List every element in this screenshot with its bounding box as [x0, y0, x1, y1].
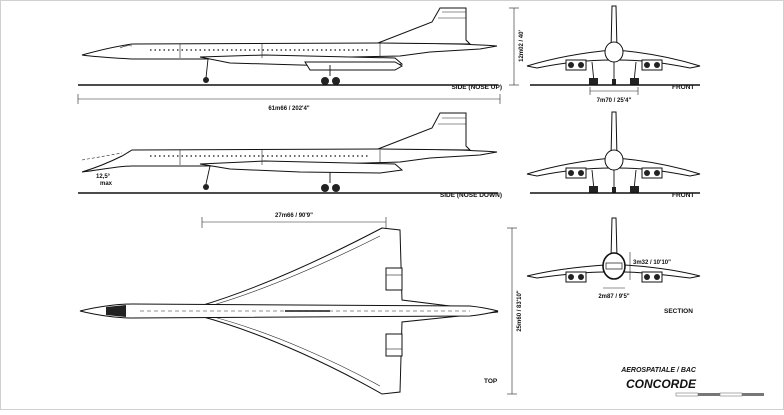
wingspan-dimension: 25m60 / 83'10": [507, 227, 523, 395]
section-view: 3m32 / 10'10" 2m87 / 9'5" SECTION: [526, 217, 701, 315]
top-label: TOP: [484, 378, 498, 385]
nose-angle-label: 12,5°: [96, 174, 111, 180]
front-view-2: FRONT: [526, 111, 701, 199]
side-view-nose-up: SIDE (NOSE UP): [78, 7, 502, 91]
engine-nacelle: [304, 61, 404, 71]
maker-label: AEROSPATIALE / BAC: [620, 367, 697, 374]
front-view-1: FRONT: [526, 5, 701, 91]
section-label: SECTION: [664, 308, 693, 315]
engines: [565, 59, 663, 71]
tail-fin: [377, 112, 472, 151]
side-down-label: SIDE (NOSE DOWN): [440, 192, 502, 199]
aircraft-name: CONCORDE: [626, 377, 697, 391]
track-label: 7m70 / 25'4": [597, 98, 632, 104]
fuselage-width-label: 2m87 / 9'5": [598, 294, 629, 300]
title-block: AEROSPATIALE / BAC CONCORDE: [620, 367, 764, 397]
length-dimension: 61m66 / 202'4": [77, 94, 501, 112]
fuselage: [81, 42, 498, 60]
nose-angle-note: max: [100, 181, 113, 187]
tail-fin: [610, 217, 618, 259]
length-label: 61m66 / 202'4": [268, 106, 309, 112]
engine-nacelles: [385, 267, 403, 357]
fuselage-height-label: 3m32 / 10'10": [633, 260, 671, 266]
fuselage-section: [602, 252, 626, 280]
wingspan-label: 25m60 / 83'10": [517, 290, 523, 331]
landing-gear: [589, 61, 639, 85]
fuselage: [604, 149, 624, 171]
engines: [565, 167, 663, 179]
tail-fin: [377, 7, 472, 45]
track-dimension: 7m70 / 25'4": [589, 87, 639, 104]
wing-root-label: 27m66 / 90'9": [275, 213, 313, 219]
engines: [565, 271, 663, 283]
top-view: 27m66 / 90'9" 25m60 / 83'10" TOP: [79, 213, 523, 395]
height-label: 12m02 / 40': [519, 30, 525, 62]
side-up-label: SIDE (NOSE UP): [451, 84, 502, 91]
nose-gear: [203, 165, 211, 190]
landing-gear: [589, 169, 639, 193]
wing-root-dimension: 27m66 / 90'9": [201, 213, 387, 228]
fuselage: [604, 41, 624, 63]
height-dimension: 12m02 / 40': [509, 7, 525, 86]
side-view-nose-down: 12,5° max SIDE (NOSE DOWN): [78, 112, 502, 199]
engine-nacelle: [199, 160, 404, 174]
main-gear: [321, 172, 340, 192]
nose-gear: [203, 58, 209, 83]
main-gear: [321, 65, 340, 85]
front-label-1: FRONT: [672, 84, 694, 91]
front-label-2: FRONT: [672, 192, 694, 199]
cockpit: [106, 305, 126, 317]
